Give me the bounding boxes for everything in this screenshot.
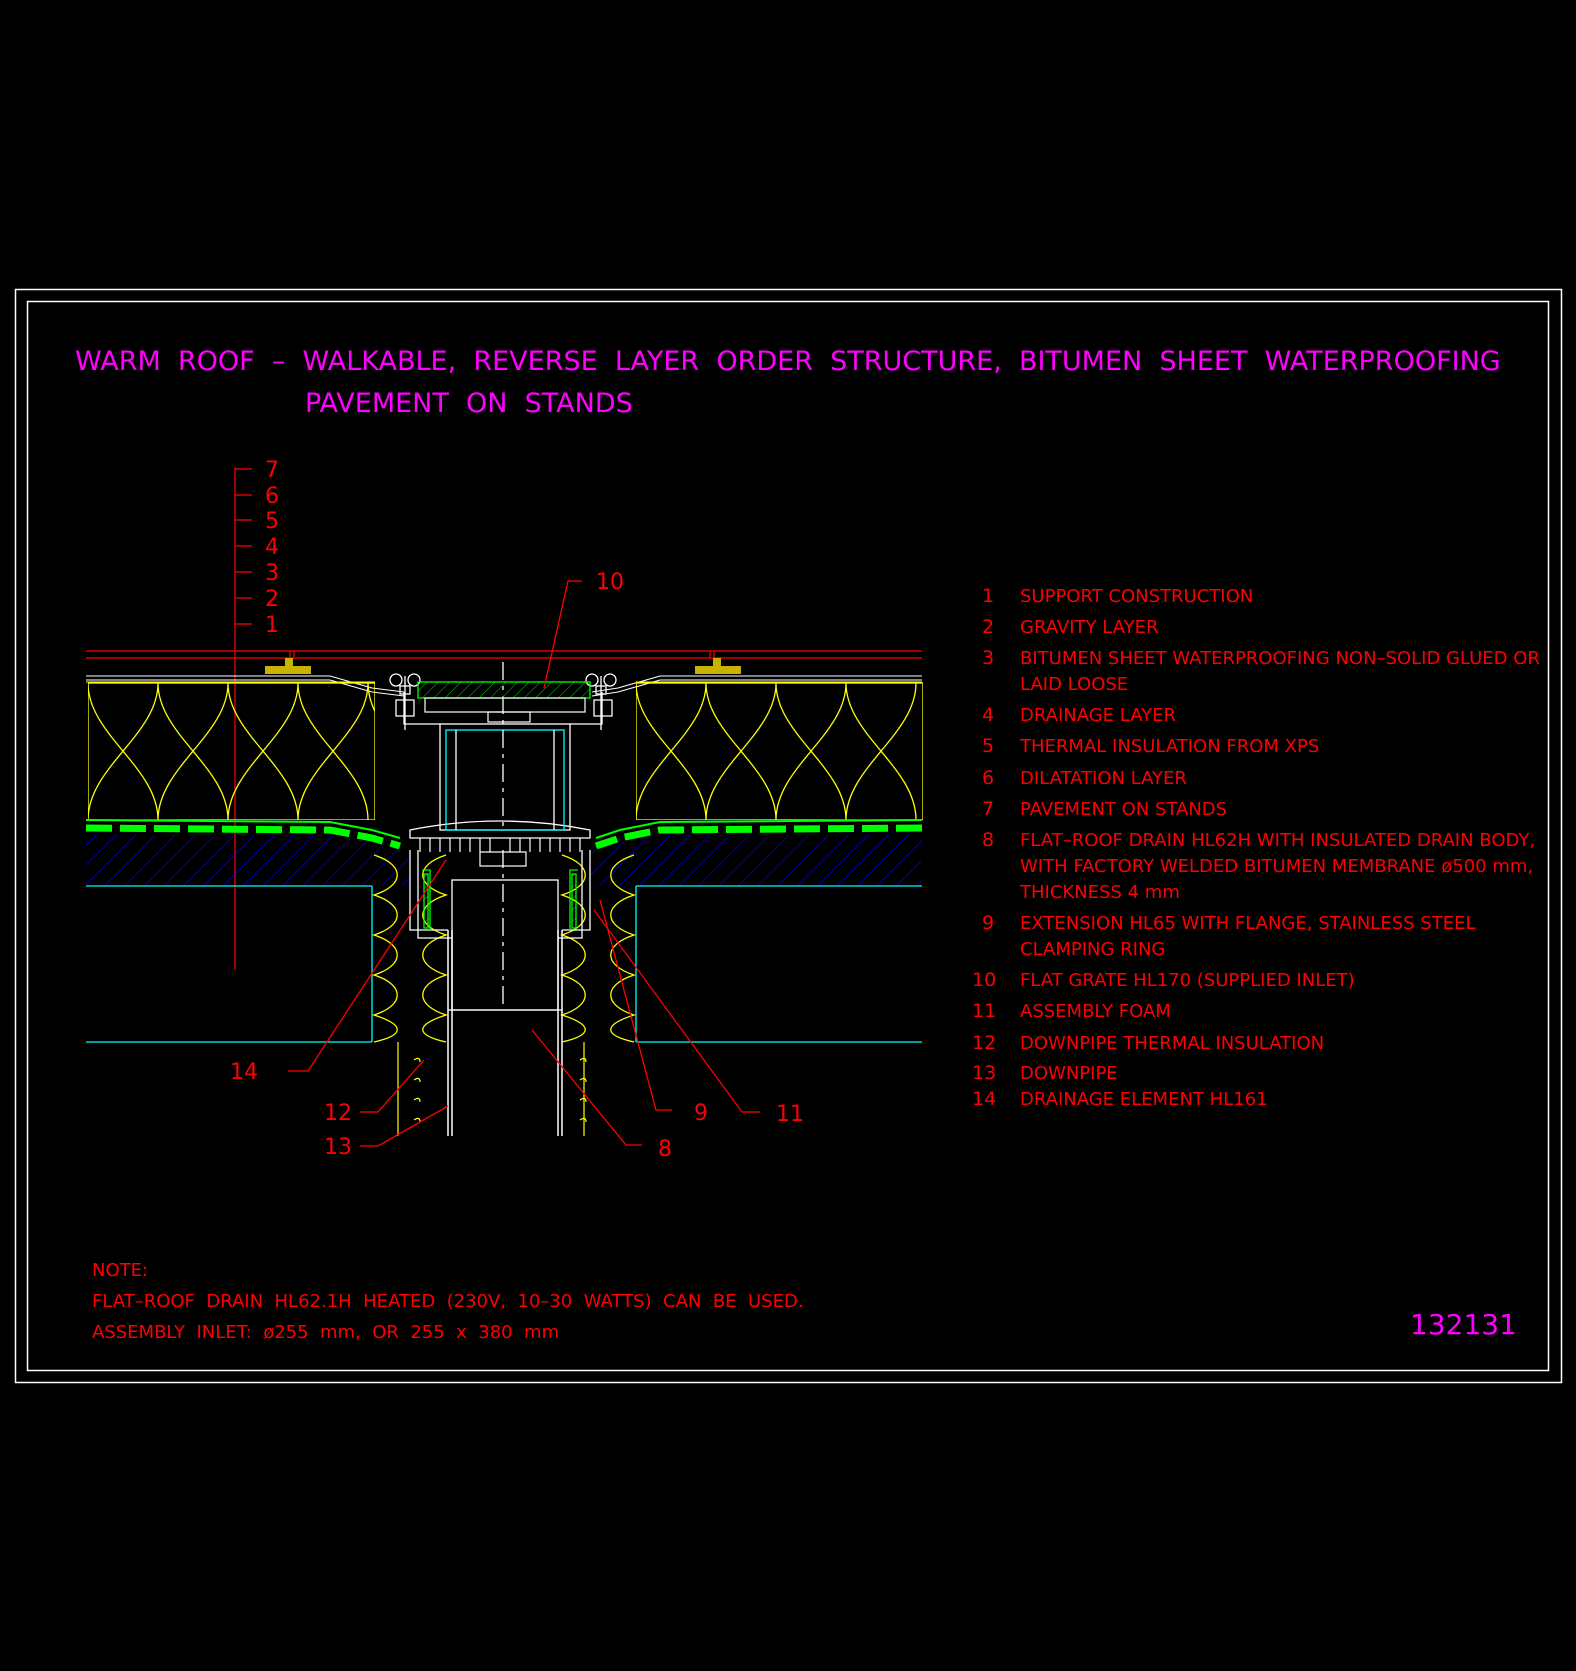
title-line-2: PAVEMENT ON STANDS: [305, 388, 633, 419]
legend-number: 12: [972, 1032, 996, 1054]
legend-text: DOWNPIPE THERMAL INSULATION: [1020, 1033, 1324, 1054]
gravity-layer: [86, 834, 922, 887]
legend-item: 9 EXTENSION HL65 WITH FLANGE, STAINLESS S…: [982, 912, 1475, 960]
legend-item: 11 ASSEMBLY FOAM: [972, 1000, 1171, 1022]
legend-text: THERMAL INSULATION FROM XPS: [1019, 736, 1319, 757]
legend-text: DILATATION LAYER: [1020, 768, 1187, 789]
legend-text: GRAVITY LAYER: [1020, 617, 1158, 638]
note: NOTE: FLAT–ROOF DRAIN HL62.1H HEATED (23…: [92, 1260, 804, 1343]
legend-text: SUPPORT CONSTRUCTION: [1020, 586, 1253, 607]
legend-item: 4 DRAINAGE LAYER: [982, 704, 1176, 726]
legend-number: 1: [982, 585, 994, 607]
drainage-element: [409, 820, 591, 867]
layer-tick-1: 1: [265, 613, 279, 638]
callout-12: 12: [324, 1101, 352, 1126]
wing-nut-icon: [389, 673, 421, 695]
callout-8: 8: [658, 1137, 672, 1162]
layer-tick-5: 5: [265, 509, 279, 534]
layer-tick-6: 6: [265, 484, 279, 509]
legend-text: WITH FACTORY WELDED BITUMEN MEMBRANE ø50…: [1020, 856, 1533, 877]
callout-13: 13: [324, 1135, 352, 1160]
downpipe: [447, 930, 563, 1136]
callout-11: 11: [776, 1102, 804, 1127]
drainage-layer: [85, 819, 923, 850]
layer-indicator: 7 6 5 4 3 2 1: [234, 458, 279, 970]
legend-number: 4: [982, 704, 994, 726]
legend-number: 14: [972, 1088, 996, 1110]
layer-tick-4: 4: [265, 535, 279, 560]
wing-nut-icon: [585, 673, 617, 695]
legend-item: 1 SUPPORT CONSTRUCTION: [982, 585, 1253, 607]
layer-tick-3: 3: [265, 561, 279, 586]
legend-number: 6: [982, 767, 994, 789]
legend-number: 7: [982, 798, 994, 820]
legend-item: 2 GRAVITY LAYER: [982, 616, 1158, 638]
legend: 1 SUPPORT CONSTRUCTION 2 GRAVITY LAYER 3 BITU…: [972, 585, 1540, 1110]
legend-text: BITUMEN SHEET WATERPROOFING NON–SOLID GL…: [1020, 648, 1540, 669]
legend-item: 8 FLAT–ROOF DRAIN HL62H WITH INSULATED DR…: [982, 829, 1535, 903]
legend-item: 6 DILATATION LAYER: [982, 767, 1187, 789]
callout-9: 9: [694, 1101, 708, 1126]
legend-text: THICKNESS 4 mm: [1019, 882, 1180, 903]
legend-item: 13 DOWNPIPE: [972, 1062, 1118, 1084]
pavement-slabs: [86, 650, 922, 674]
legend-text: FLAT–ROOF DRAIN HL62H WITH INSULATED DRA…: [1020, 830, 1535, 851]
legend-item: 10 FLAT GRATE HL170 (SUPPLIED INLET): [972, 969, 1355, 991]
outer-frame: [14, 288, 1563, 1384]
roof-drain-section: 7 6 5 4 3 2 1: [85, 458, 923, 1162]
legend-item: 3 BITUMEN SHEET WATERPROOFING NON–SOLID G…: [982, 647, 1540, 695]
legend-number: 10: [972, 969, 996, 991]
legend-number: 8: [982, 829, 994, 851]
legend-number: 2: [982, 616, 994, 638]
legend-text: ASSEMBLY FOAM: [1020, 1001, 1171, 1022]
legend-text: DOWNPIPE: [1020, 1063, 1118, 1084]
flat-grate: [417, 681, 591, 723]
layer-tick-2: 2: [265, 587, 279, 612]
legend-text: CLAMPING RING: [1020, 939, 1165, 960]
note-line-1: FLAT–ROOF DRAIN HL62.1H HEATED (230V, 10…: [92, 1291, 804, 1312]
callout-10: 10: [596, 570, 624, 595]
pavement-stand: [265, 666, 311, 674]
clamping-ring: [395, 676, 613, 730]
legend-text: DRAINAGE ELEMENT HL161: [1020, 1089, 1268, 1110]
xps-insulation-right: [636, 682, 923, 820]
legend-number: 5: [982, 735, 994, 757]
callout-14: 14: [230, 1060, 258, 1085]
note-line-2: ASSEMBLY INLET: ø255 mm, OR 255 x 380 mm: [92, 1322, 559, 1343]
legend-text: DRAINAGE LAYER: [1020, 705, 1176, 726]
legend-item: 12 DOWNPIPE THERMAL INSULATION: [972, 1032, 1324, 1054]
callout-leaders: [288, 580, 760, 1147]
legend-text: EXTENSION HL65 WITH FLANGE, STAINLESS ST…: [1020, 913, 1475, 934]
title-line-1: WARM ROOF – WALKABLE, REVERSE LAYER ORDE…: [75, 346, 1501, 377]
legend-item: 5 THERMAL INSULATION FROM XPS: [982, 735, 1319, 757]
xps-insulation-left: [88, 682, 375, 820]
legend-number: 9: [982, 912, 994, 934]
grate-icon: [409, 820, 591, 839]
pavement-stand: [695, 666, 741, 674]
legend-number: 3: [982, 647, 994, 669]
legend-text: PAVEMENT ON STANDS: [1020, 799, 1227, 820]
legend-number: 13: [972, 1062, 996, 1084]
legend-number: 11: [972, 1000, 996, 1022]
legend-item: 7 PAVEMENT ON STANDS: [982, 798, 1227, 820]
legend-text: FLAT GRATE HL170 (SUPPLIED INLET): [1020, 970, 1355, 991]
inner-frame: [26, 300, 1550, 1372]
support-construction: [86, 886, 922, 1043]
note-heading: NOTE:: [92, 1260, 148, 1281]
legend-text: LAID LOOSE: [1020, 674, 1128, 695]
legend-item: 14 DRAINAGE ELEMENT HL161: [972, 1088, 1268, 1110]
drain-body: [409, 850, 591, 1011]
drawing-number: 132131: [1410, 1308, 1517, 1341]
layer-tick-7: 7: [265, 458, 279, 483]
